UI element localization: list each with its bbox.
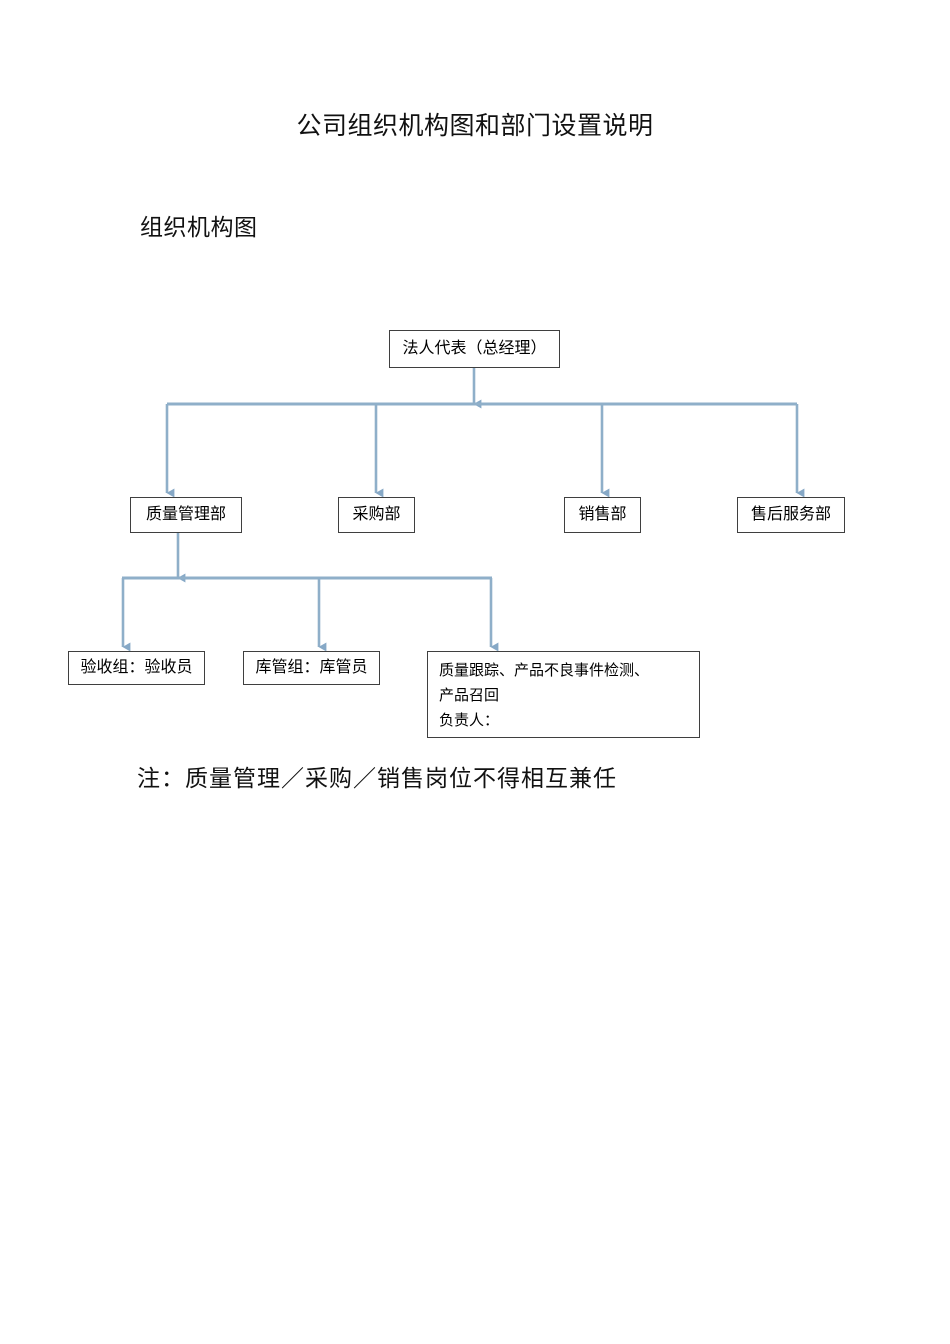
org-node-purchasing-dept[interactable]: 采购部 (338, 497, 415, 533)
org-node-quality-management-dept[interactable]: 质量管理部 (130, 497, 242, 533)
org-node-tracking-line-3: 负责人： (439, 713, 500, 729)
page-title: 公司组织机构图和部门设置说明 (296, 113, 654, 140)
org-node-warehouse-group[interactable]: 库管组：库管员 (243, 651, 380, 685)
org-node-ceo[interactable]: 法人代表（总经理） (389, 330, 560, 368)
org-node-after-sales-service-dept[interactable]: 售后服务部 (737, 497, 845, 533)
org-node-quality-tracking-recall[interactable]: 质量跟踪、产品不良事件检测、 产品召回 负责人： (427, 651, 700, 738)
org-node-tracking-line-1: 质量跟踪、产品不良事件检测、 (439, 663, 650, 679)
section-heading: 组织机构图 (140, 215, 258, 240)
org-node-tracking-line-2: 产品召回 (439, 688, 500, 704)
org-node-acceptance-group[interactable]: 验收组：验收员 (68, 651, 205, 685)
chart-footnote: 注：质量管理／采购／销售岗位不得相互兼任 (137, 766, 617, 791)
org-node-sales-dept[interactable]: 销售部 (564, 497, 641, 533)
